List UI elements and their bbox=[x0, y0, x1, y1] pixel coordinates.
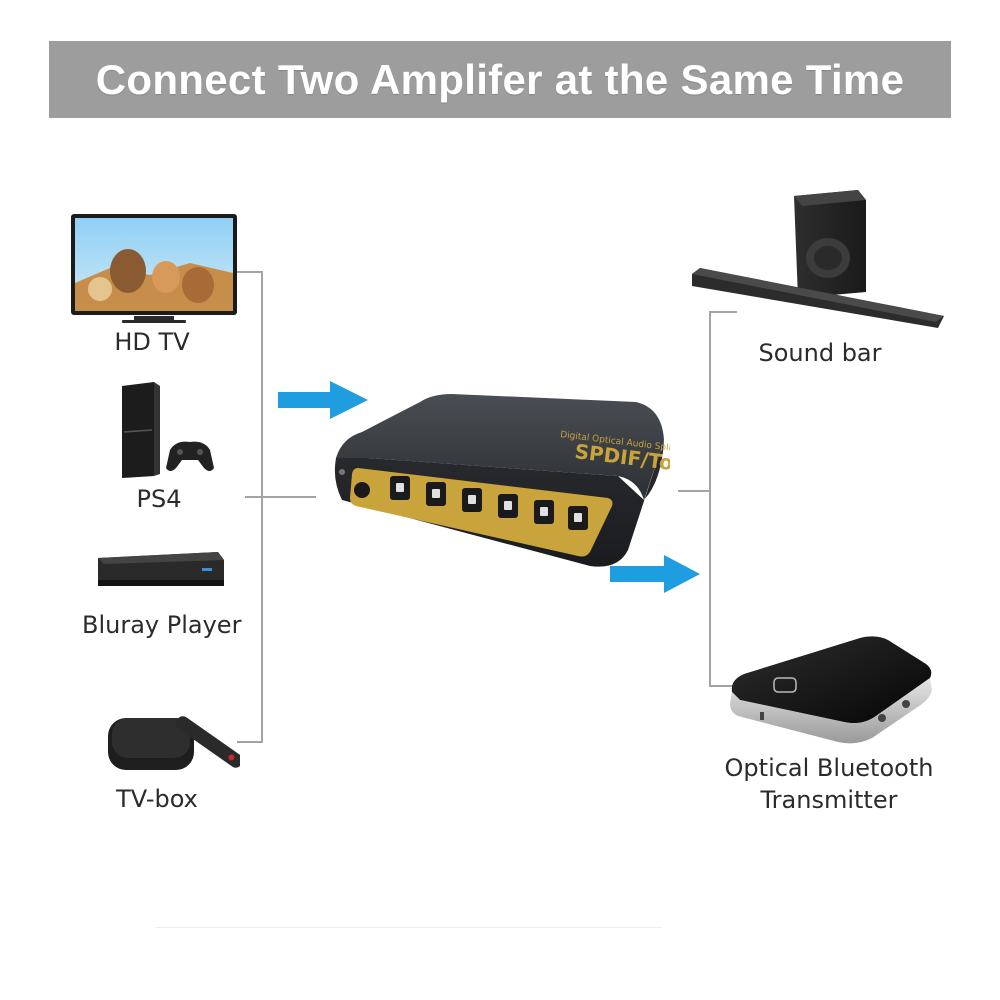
tv-icon bbox=[71, 214, 237, 323]
bluray-player-icon bbox=[98, 552, 224, 586]
output-label-bluetooth-line2: Transmitter bbox=[760, 786, 898, 814]
optical-splitter-icon: SPDIF/Toslink Digital Optical Audio Spli… bbox=[334, 394, 670, 567]
bottom-divider bbox=[156, 927, 662, 928]
page-title: Connect Two Amplifer at the Same Time bbox=[95, 55, 905, 103]
sound-bar-icon bbox=[692, 190, 944, 328]
source-label-bluray-player: Bluray Player bbox=[82, 611, 242, 639]
title-banner: Connect Two Amplifer at the Same Time bbox=[49, 41, 951, 118]
output-label-sound-bar: Sound bar bbox=[758, 339, 882, 367]
output-arrow-icon bbox=[610, 555, 700, 593]
tv-box-icon bbox=[108, 716, 240, 770]
output-label-bluetooth-line1: Optical Bluetooth bbox=[724, 754, 934, 782]
ps4-console-icon bbox=[122, 382, 214, 478]
source-label-tv-box: TV-box bbox=[116, 785, 198, 813]
source-label-hd-tv: HD TV bbox=[114, 328, 190, 356]
source-label-ps4: PS4 bbox=[136, 485, 182, 513]
bluetooth-transmitter-icon bbox=[730, 636, 932, 744]
output-bracket-line bbox=[709, 311, 737, 687]
source-bracket-line bbox=[237, 271, 263, 743]
input-arrow-icon bbox=[278, 381, 368, 419]
